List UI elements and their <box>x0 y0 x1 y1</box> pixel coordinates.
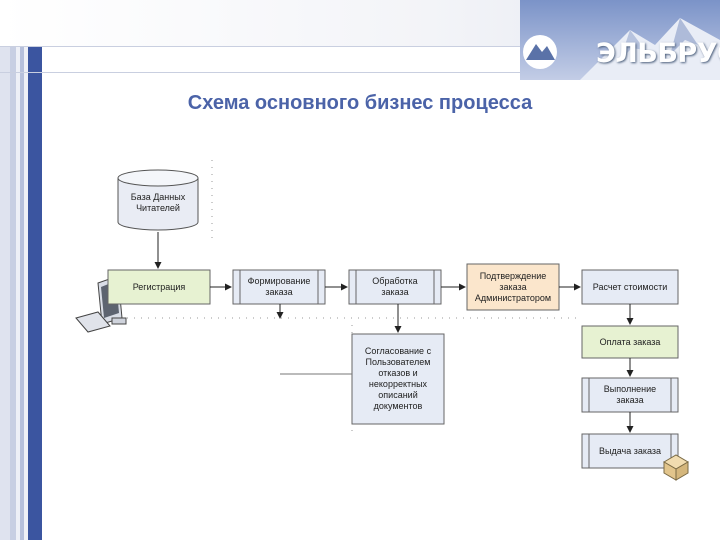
payment-label: Оплата заказа <box>599 336 661 347</box>
fulfillment-box <box>581 377 679 413</box>
confirmation-label: Подтверждение заказа Администратором <box>474 270 552 303</box>
page-title: Схема основного бизнес процесса <box>187 92 533 114</box>
processing-label: Обработка заказа <box>372 276 418 297</box>
ordering-box <box>232 269 326 305</box>
cost-box <box>581 269 679 305</box>
package-icon <box>663 454 689 481</box>
left-stripe <box>0 0 42 540</box>
delivery-box <box>581 433 679 469</box>
database-label: База Данных Читателей <box>130 192 186 213</box>
confirmation-box <box>466 263 560 311</box>
registration-box <box>107 269 211 305</box>
processing-box <box>348 269 442 305</box>
agreement-box <box>351 333 445 425</box>
logo-mountain-image <box>520 0 720 80</box>
header-line-2 <box>0 72 720 73</box>
ordering-label: Формирование заказа <box>247 276 311 297</box>
payment-box <box>581 325 679 359</box>
database-cylinder <box>117 169 199 231</box>
header-line <box>0 46 720 47</box>
fulfillment-label: Выполнение заказа <box>603 384 657 405</box>
agreement-label: Согласование с Пользователем отказов и н… <box>364 346 432 411</box>
delivery-label: Выдача заказа <box>598 445 662 456</box>
registration-label: Регистрация <box>132 281 186 292</box>
cost-label: Расчет стоимости <box>592 281 668 292</box>
